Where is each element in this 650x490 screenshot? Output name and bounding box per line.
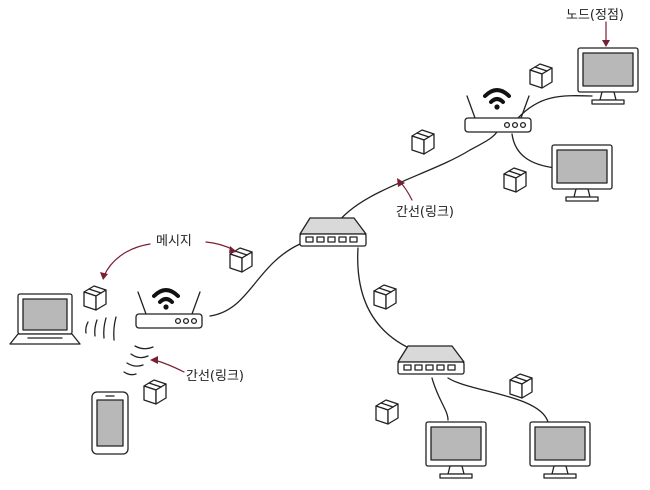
packet-box-icon [529, 63, 553, 89]
laptop-icon [9, 293, 81, 345]
wifi-signal-icon [152, 288, 180, 312]
cable-lines [209, 95, 593, 423]
annotation-arrow-node [602, 21, 610, 47]
packet-box-icon [411, 129, 435, 155]
packet-box-icon [143, 379, 167, 405]
packet-box-icon [509, 373, 533, 399]
node-label: 노드(정점) [566, 8, 624, 23]
packet-box-icon [503, 167, 527, 193]
network-switch-icon [299, 217, 367, 247]
annotation-arrow-message [100, 241, 237, 280]
wireless-signal-arcs [85, 316, 154, 376]
network-switch-icon [397, 345, 465, 375]
annotation-arrow-link-top [397, 178, 413, 201]
wifi-signal-icon [483, 88, 511, 112]
smartphone-icon [91, 391, 129, 455]
packet-box-icon [375, 399, 399, 425]
annotation-arrow-link-bottom [150, 356, 185, 373]
wifi-router-icon [135, 291, 203, 329]
wifi-router-icon [464, 95, 532, 133]
link-label-top: 간선(링크) [396, 205, 454, 220]
packet-box-icon [83, 285, 107, 311]
monitor-icon [425, 421, 487, 479]
message-label: 메시지 [156, 234, 192, 249]
link-label-bottom: 간선(링크) [186, 369, 244, 384]
monitor-icon [551, 144, 613, 202]
packet-box-icon [373, 284, 397, 310]
monitor-icon [529, 421, 591, 479]
